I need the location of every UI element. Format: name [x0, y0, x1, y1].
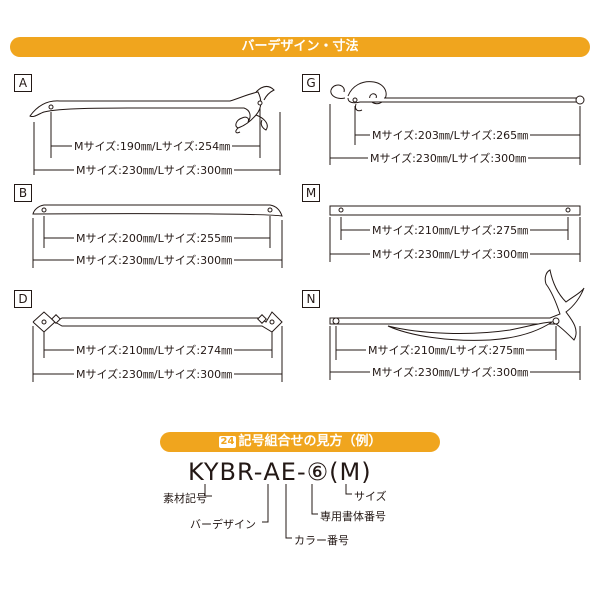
bar-g-total-dimension: Mサイズ:230㎜/Lサイズ:300㎜: [368, 152, 529, 165]
code-size-part: (M): [329, 458, 372, 486]
label-font-number: 専用書体番号: [320, 510, 386, 523]
code-font-part: ⑥: [306, 458, 330, 486]
bar-a-inner-dimension: Mサイズ:190㎜/Lサイズ:254㎜: [72, 140, 233, 153]
design-letter-d: D: [14, 290, 32, 308]
label-material-code: 素材記号: [163, 492, 207, 505]
label-bar-design: バーデザイン: [190, 518, 256, 531]
bar-d-inner-dimension: Mサイズ:210㎜/Lサイズ:274㎜: [74, 344, 235, 357]
bar-b-drawing: [32, 204, 283, 217]
bar-d-drawing: [32, 311, 283, 333]
code-separator: -: [296, 458, 307, 486]
bar-n-drawing: [329, 269, 585, 341]
bar-a-drawing: [29, 85, 275, 134]
design-letter-m: M: [302, 184, 320, 202]
design-letter-n: N: [302, 290, 320, 308]
code-bar-part: A: [263, 458, 281, 486]
section-title: バーデザイン・寸法: [241, 39, 359, 54]
bar-b-inner-dimension: Mサイズ:200㎜/Lサイズ:255㎜: [74, 232, 235, 245]
code-legend-title: 記号組合せの見方（例）: [238, 434, 382, 449]
bar-b-total-dimension: Mサイズ:230㎜/Lサイズ:300㎜: [74, 254, 235, 267]
label-size: サイズ: [354, 490, 387, 503]
bar-m-inner-dimension: Mサイズ:210㎜/Lサイズ:275㎜: [370, 224, 531, 237]
bar-g-inner-dimension: Mサイズ:203㎜/Lサイズ:265㎜: [370, 129, 531, 142]
bar-d-total-dimension: Mサイズ:230㎜/Lサイズ:300㎜: [74, 368, 235, 381]
bar-n-total-dimension: Mサイズ:230㎜/Lサイズ:300㎜: [370, 366, 531, 379]
code-color-part: E: [280, 458, 297, 486]
bar-g-drawing: [330, 81, 585, 112]
label-color-number: カラー番号: [294, 534, 349, 547]
code-legend-lines: [204, 484, 352, 539]
bar-m-drawing: [329, 205, 581, 216]
design-letter-a: A: [14, 74, 32, 92]
code-material-part: KYBR-: [188, 458, 264, 486]
bar-a-total-dimension: Mサイズ:230㎜/Lサイズ:300㎜: [74, 164, 235, 177]
design-letter-b: B: [14, 184, 32, 202]
example-product-code: KYBR-AE-⑥(M): [188, 458, 372, 486]
bar-m-total-dimension: Mサイズ:230㎜/Lサイズ:300㎜: [370, 248, 531, 261]
section-number-badge: 24: [218, 436, 237, 448]
design-letter-g: G: [302, 74, 320, 92]
bar-n-inner-dimension: Mサイズ:210㎜/Lサイズ:275㎜: [366, 344, 527, 357]
section-title-banner: バーデザイン・寸法: [10, 37, 590, 57]
